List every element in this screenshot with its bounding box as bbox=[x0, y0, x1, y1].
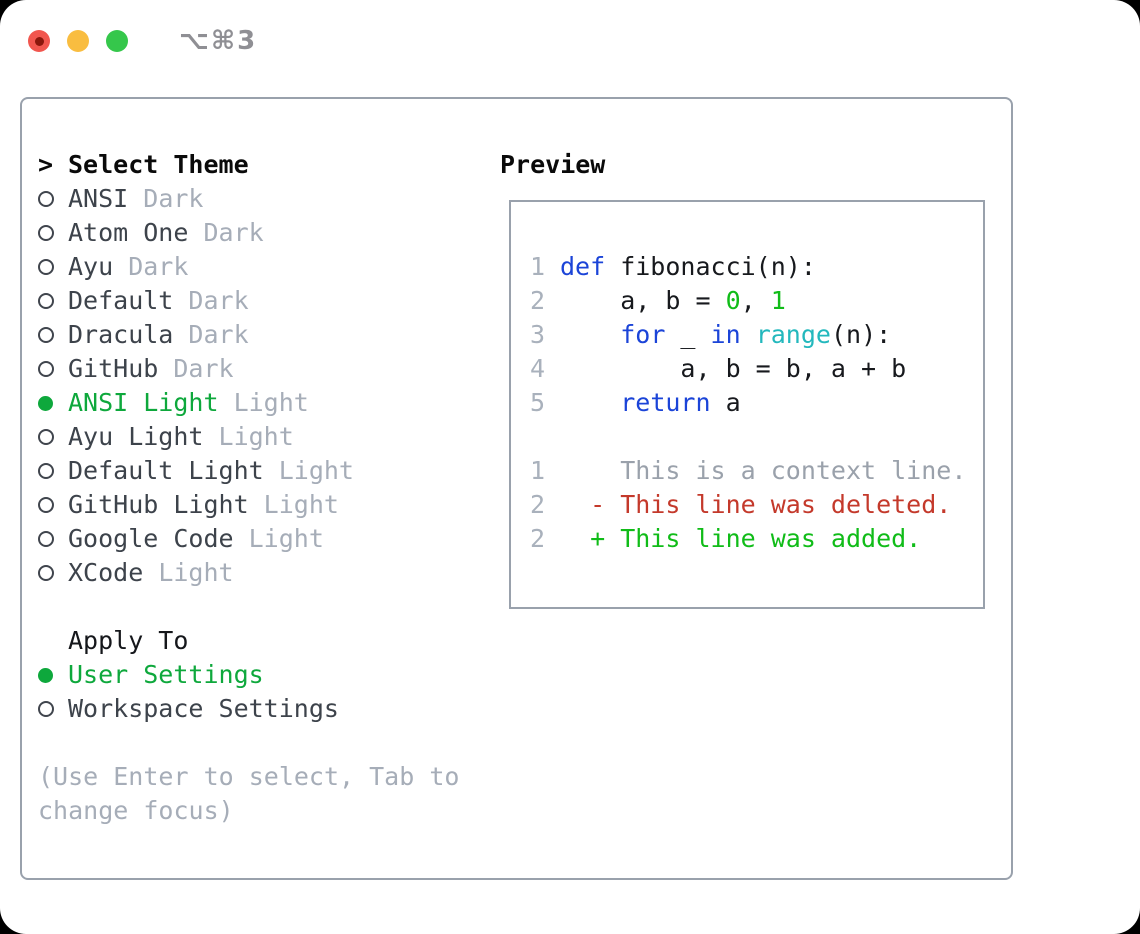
theme-option-atom-one[interactable]: Atom One Dark bbox=[38, 216, 354, 250]
theme-variant: Dark bbox=[173, 286, 249, 315]
line-number: 2 bbox=[530, 524, 546, 553]
radio-icon bbox=[38, 225, 68, 241]
theme-variant: Dark bbox=[158, 354, 234, 383]
radio-icon bbox=[38, 361, 68, 377]
select-theme-header: > Select Theme bbox=[38, 148, 354, 182]
theme-name: Atom One bbox=[68, 218, 189, 247]
theme-name: Ayu bbox=[68, 252, 114, 281]
theme-variant: Light bbox=[218, 388, 309, 417]
theme-name: Default Light bbox=[68, 456, 264, 485]
line-number: 2 bbox=[530, 490, 546, 519]
close-button[interactable] bbox=[28, 30, 50, 52]
theme-option-default-light[interactable]: Default Light Light bbox=[38, 454, 354, 488]
theme-option-ayu-light[interactable]: Ayu Light Light bbox=[38, 420, 354, 454]
theme-name: Dracula bbox=[68, 320, 174, 349]
radio-icon bbox=[38, 191, 68, 207]
theme-name: Google Code bbox=[68, 524, 234, 553]
code-line: 2 a, b = 0, 1 bbox=[530, 284, 983, 318]
code-line: 2 - This line was deleted. bbox=[530, 488, 983, 522]
theme-option-ansi[interactable]: ANSI Dark bbox=[38, 182, 354, 216]
theme-variant: Light bbox=[143, 558, 234, 587]
theme-option-ansi-light[interactable]: ANSI Light Light bbox=[38, 386, 354, 420]
radio-icon bbox=[38, 429, 68, 445]
theme-option-github[interactable]: GitHub Dark bbox=[38, 352, 354, 386]
theme-variant: Dark bbox=[113, 252, 189, 281]
line-number bbox=[530, 420, 545, 454]
theme-name: ANSI Light bbox=[68, 388, 219, 417]
theme-variant: Light bbox=[203, 422, 294, 451]
theme-variant: Dark bbox=[188, 218, 264, 247]
radio-selected-icon bbox=[38, 395, 68, 411]
apply-option-label: Workspace Settings bbox=[68, 694, 339, 723]
theme-option-xcode[interactable]: XCode Light bbox=[38, 556, 354, 590]
line-number: 1 bbox=[530, 252, 546, 281]
theme-option-default[interactable]: Default Dark bbox=[38, 284, 354, 318]
line-number: 1 bbox=[530, 456, 546, 485]
theme-variant: Dark bbox=[173, 320, 249, 349]
theme-name: XCode bbox=[68, 558, 144, 587]
zoom-button[interactable] bbox=[106, 30, 128, 52]
titlebar: ⌥⌘3 bbox=[28, 26, 257, 56]
radio-icon bbox=[38, 293, 68, 309]
theme-option-google-code[interactable]: Google Code Light bbox=[38, 522, 354, 556]
theme-name: Default bbox=[68, 286, 174, 315]
code-line: 2 + This line was added. bbox=[530, 522, 983, 556]
theme-option-ayu[interactable]: Ayu Dark bbox=[38, 250, 354, 284]
theme-variant: Light bbox=[263, 456, 354, 485]
apply-option-label: User Settings bbox=[68, 660, 264, 689]
close-dot-icon bbox=[34, 36, 44, 46]
code-line: 5 return a bbox=[530, 386, 983, 420]
window-title: ⌥⌘3 bbox=[179, 26, 258, 56]
line-number: 4 bbox=[530, 354, 546, 383]
focus-caret-icon: > bbox=[38, 150, 54, 179]
theme-option-dracula[interactable]: Dracula Dark bbox=[38, 318, 354, 352]
select-theme-header-label: Select Theme bbox=[68, 150, 249, 179]
apply-to-header-label: Apply To bbox=[68, 626, 189, 655]
apply-to-header: Apply To bbox=[38, 624, 339, 658]
preview-header: Preview bbox=[500, 150, 606, 179]
radio-icon bbox=[38, 259, 68, 275]
apply-option-workspace-settings[interactable]: Workspace Settings bbox=[38, 692, 339, 726]
line-number: 2 bbox=[530, 286, 546, 315]
theme-name: ANSI bbox=[68, 184, 129, 213]
radio-icon bbox=[38, 701, 68, 717]
apply-option-user-settings[interactable]: User Settings bbox=[38, 658, 339, 692]
radio-selected-icon bbox=[38, 667, 68, 683]
code-line bbox=[530, 420, 983, 454]
line-number: 5 bbox=[530, 388, 546, 417]
code-line: 1 This is a context line. bbox=[530, 454, 983, 488]
code-line: 3 for _ in range(n): bbox=[530, 318, 983, 352]
code-line: 4 a, b = b, a + b bbox=[530, 352, 983, 386]
minimize-button[interactable] bbox=[67, 30, 89, 52]
radio-icon bbox=[38, 497, 68, 513]
hint-text: (Use Enter to select, Tab to change focu… bbox=[38, 762, 460, 825]
theme-variant: Dark bbox=[128, 184, 204, 213]
theme-variant: Light bbox=[248, 490, 339, 519]
theme-option-github-light[interactable]: GitHub Light Light bbox=[38, 488, 354, 522]
theme-name: GitHub bbox=[68, 354, 159, 383]
line-number: 3 bbox=[530, 320, 546, 349]
radio-icon bbox=[38, 531, 68, 547]
theme-name: GitHub Light bbox=[68, 490, 249, 519]
radio-icon bbox=[38, 327, 68, 343]
theme-variant: Light bbox=[233, 524, 324, 553]
theme-name: Ayu Light bbox=[68, 422, 204, 451]
radio-icon bbox=[38, 463, 68, 479]
radio-icon bbox=[38, 565, 68, 581]
